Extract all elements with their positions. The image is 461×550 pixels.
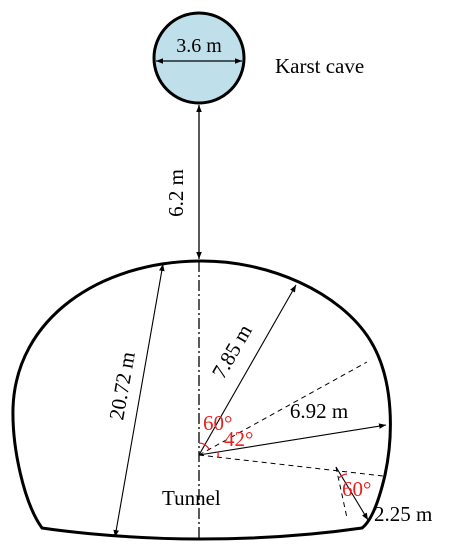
gap-label: 6.2 m	[164, 169, 188, 217]
dashed-ray-lower	[198, 454, 384, 477]
radius-upper-line	[198, 284, 297, 456]
height-dimension-line	[113, 263, 165, 538]
angle-arc-upper	[198, 442, 210, 450]
angle-arc-corner	[338, 473, 348, 479]
radius-side-label: 6.92 m	[290, 399, 348, 423]
karst-cave-circle	[152, 11, 246, 105]
angle-upper-label: 60°	[203, 411, 232, 435]
tunnel-outline	[11, 259, 392, 541]
angle-corner-label: 60°	[342, 477, 371, 501]
radius-corner-label: 2.25 m	[374, 502, 432, 526]
radius-upper-label: 7.85 m	[207, 320, 257, 383]
karst-cave-label: Karst cave	[275, 54, 364, 78]
angle-middle-label: 42°	[224, 427, 253, 451]
tunnel-label: Tunnel	[162, 486, 221, 510]
cave-diameter-label: 3.6 m	[176, 35, 222, 57]
radius-side-line	[198, 423, 387, 456]
height-label: 20.72 m	[104, 350, 140, 422]
